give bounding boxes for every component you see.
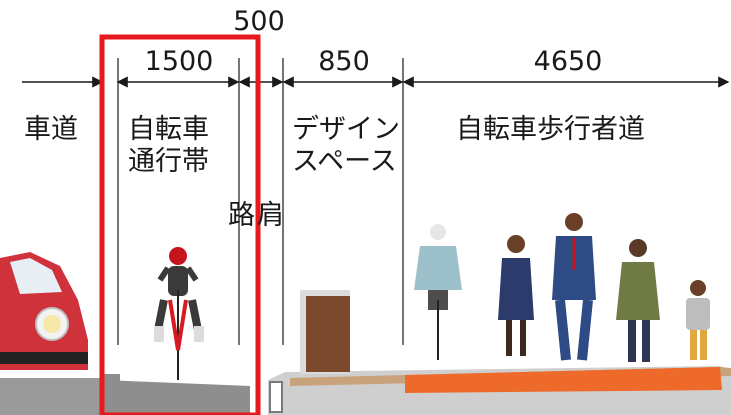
zone-label-design-space-line1: デザイン xyxy=(292,114,400,145)
zone-label-design-space-line2: スペース xyxy=(292,146,397,177)
dimension-label-curb: 500 xyxy=(233,6,285,37)
dimension-label-bike-lane: 1500 xyxy=(144,46,214,77)
zone-label-curb: 路肩 xyxy=(228,200,284,232)
zone-label-bike-lane-line1: 自転車 xyxy=(128,114,209,145)
path-surface xyxy=(405,367,722,393)
car-illustration xyxy=(0,252,88,370)
zone-label-shared-path: 自転車歩行者道 xyxy=(456,114,645,145)
pedestrians-illustration xyxy=(414,213,710,362)
planter-illustration xyxy=(300,290,350,374)
dimension-label-design-space: 850 xyxy=(318,46,370,77)
zone-label-bike-lane-line2: 通行帯 xyxy=(128,146,209,177)
cyclist-illustration xyxy=(154,247,204,380)
zone-label-curb-char2: 肩 xyxy=(257,200,284,231)
zone-label-curb-char1: 路 xyxy=(228,200,255,231)
ground xyxy=(0,366,731,415)
zone-label-design-space: デザイン スペース xyxy=(292,114,400,178)
boundary-lines xyxy=(117,58,404,345)
dimension-label-shared-path: 4650 xyxy=(533,46,603,77)
zone-label-roadway: 車道 xyxy=(24,114,78,145)
bike-lane-highlight-frame xyxy=(99,34,261,415)
zone-label-bike-lane: 自転車 通行帯 xyxy=(128,114,209,178)
